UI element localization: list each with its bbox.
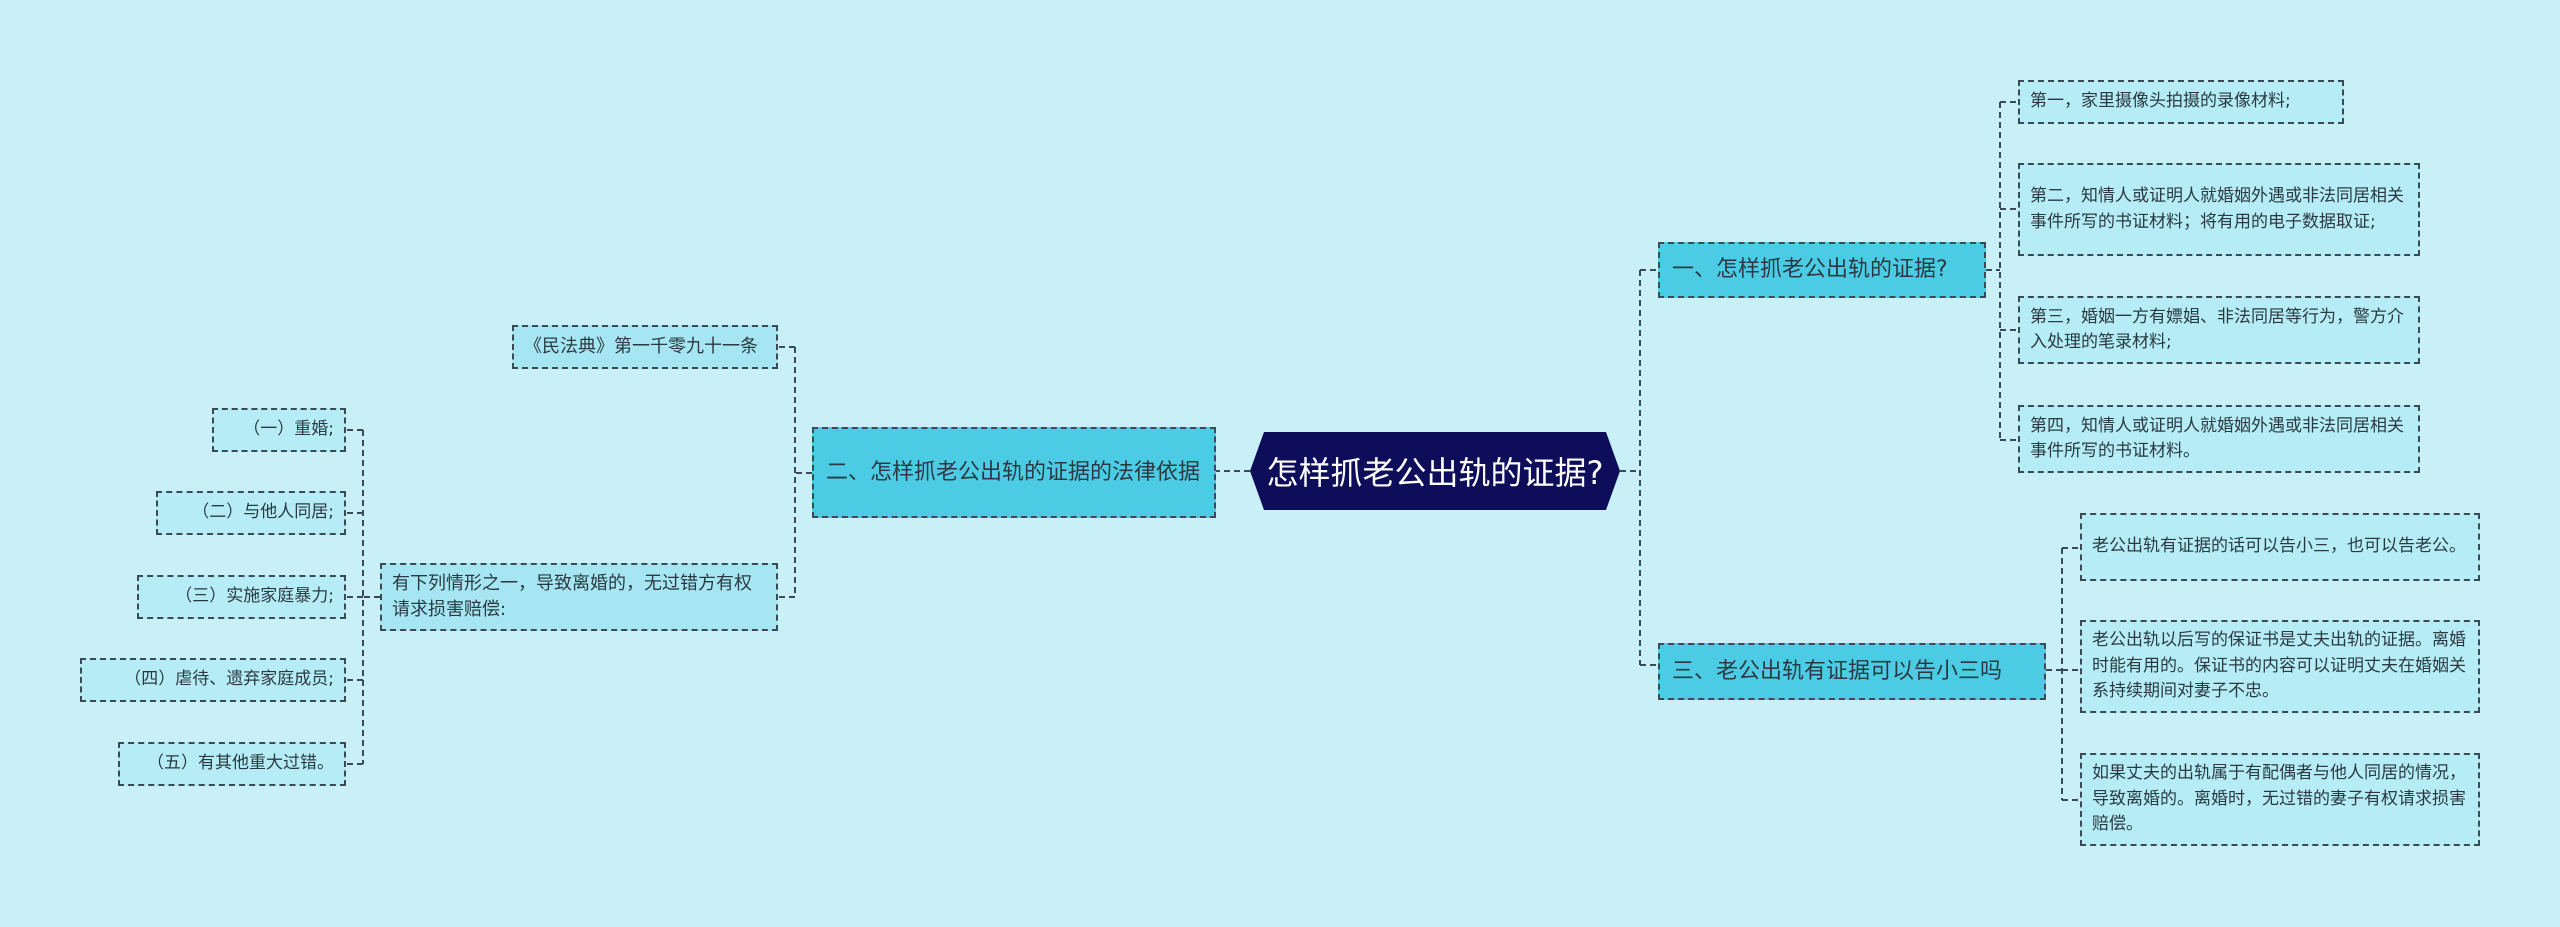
leaf-sue-2[interactable]: 老公出轨以后写的保证书是丈夫出轨的证据。离婚时能有用的。保证书的内容可以证明丈夫… bbox=[2080, 620, 2480, 713]
case-abuse[interactable]: （四）虐待、遗弃家庭成员; bbox=[80, 658, 346, 702]
connector-central-right bbox=[1620, 269, 1658, 666]
case-domestic-violence[interactable]: （三）实施家庭暴力; bbox=[137, 575, 346, 619]
leaf-sue-3[interactable]: 如果丈夫的出轨属于有配偶者与他人同居的情况，导致离婚的。离婚时，无过错的妻子有权… bbox=[2080, 753, 2480, 846]
branch-legal-basis[interactable]: 二、怎样抓老公出轨的证据的法律依据 bbox=[812, 427, 1216, 518]
connector-branch1-items bbox=[1986, 101, 2018, 441]
connector-branch2-children bbox=[778, 346, 812, 598]
law-article[interactable]: 《民法典》第一千零九十一条 bbox=[512, 325, 778, 369]
case-other-fault[interactable]: （五）有其他重大过错。 bbox=[118, 742, 346, 786]
case-bigamy[interactable]: （一）重婚; bbox=[212, 408, 346, 452]
compensation-clause[interactable]: 有下列情形之一，导致离婚的，无过错方有权请求损害赔偿: bbox=[380, 563, 778, 631]
leaf-evidence-3[interactable]: 第三，婚姻一方有嫖娼、非法同居等行为，警方介入处理的笔录材料; bbox=[2018, 296, 2420, 364]
leaf-evidence-2[interactable]: 第二，知情人或证明人就婚姻外遇或非法同居相关事件所写的书证材料；将有用的电子数据… bbox=[2018, 163, 2420, 256]
case-cohabitation[interactable]: （二）与他人同居; bbox=[156, 491, 346, 535]
connector-clause-cases bbox=[346, 429, 380, 765]
leaf-evidence-1[interactable]: 第一，家里摄像头拍摄的录像材料; bbox=[2018, 80, 2344, 124]
central-topic[interactable]: 怎样抓老公出轨的证据? bbox=[1250, 432, 1620, 510]
branch-evidence-methods[interactable]: 一、怎样抓老公出轨的证据? bbox=[1658, 242, 1986, 298]
leaf-sue-1[interactable]: 老公出轨有证据的话可以告小三，也可以告老公。 bbox=[2080, 513, 2480, 581]
leaf-evidence-4[interactable]: 第四，知情人或证明人就婚姻外遇或非法同居相关事件所写的书证材料。 bbox=[2018, 405, 2420, 473]
branch-sue-mistress[interactable]: 三、老公出轨有证据可以告小三吗 bbox=[1658, 643, 2046, 700]
connector-branch3-items bbox=[2046, 547, 2080, 801]
